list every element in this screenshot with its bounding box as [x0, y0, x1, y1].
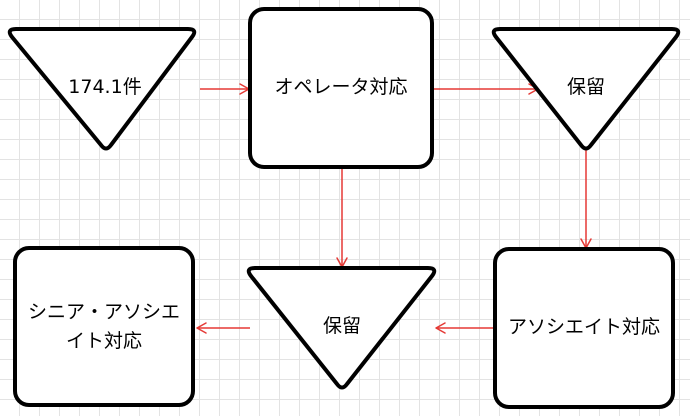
edge-associate-to-hold-middle [435, 322, 494, 334]
operator-node-shape[interactable] [248, 7, 434, 169]
hold-top-node-shape[interactable] [491, 27, 681, 151]
hold-middle-node-shape[interactable] [246, 266, 437, 390]
edge-operator-to-hold-middle [336, 168, 348, 268]
edge-hold-middle-to-senior [196, 322, 250, 334]
edge-hold-top-to-associate [580, 150, 592, 249]
associate-node-shape[interactable] [493, 247, 675, 409]
hold-middle-node-label: 保留 [322, 315, 361, 338]
edge-start-to-operator [200, 83, 250, 95]
hold-top-node-label: 保留 [566, 76, 605, 99]
senior-node-label: シニア・アソシエ イト対応 [27, 300, 180, 352]
associate-node-label: アソシエイト対応 [507, 316, 660, 339]
start-node-label: 174.1件 [68, 76, 142, 99]
operator-node-label: オペレータ対応 [274, 76, 408, 99]
senior-node-shape[interactable] [13, 246, 195, 407]
start-node-shape[interactable] [7, 27, 197, 151]
